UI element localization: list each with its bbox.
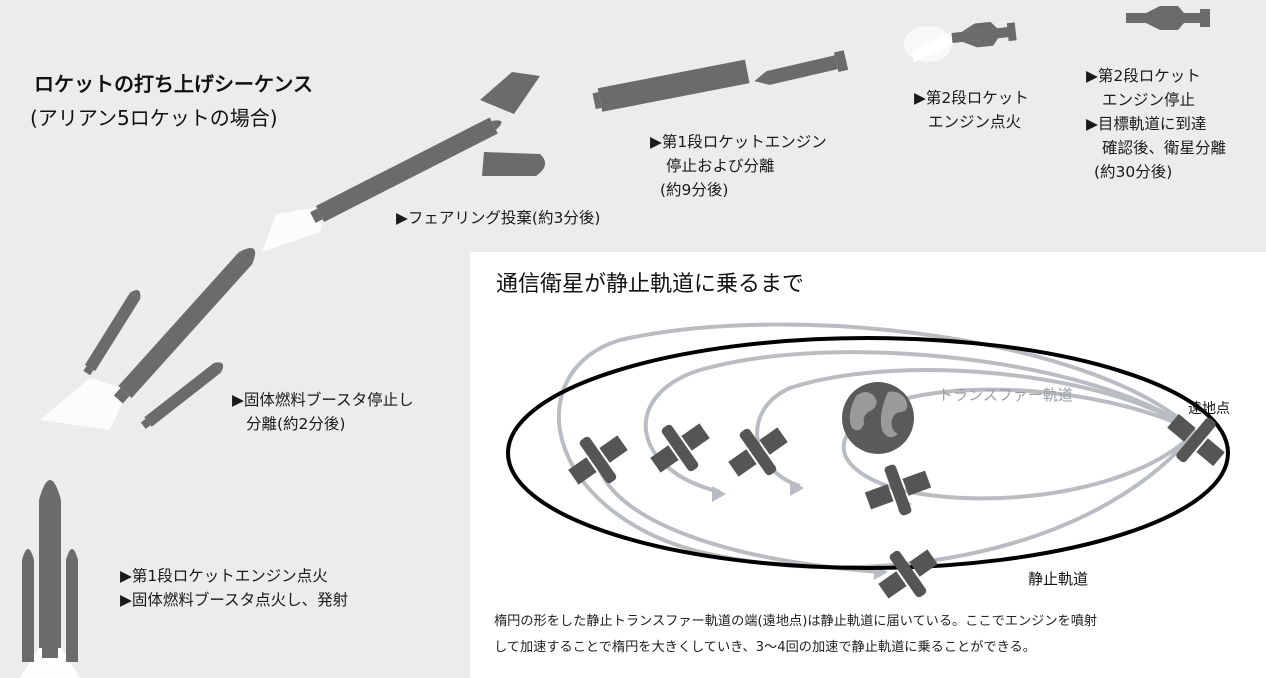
step-booster-line-2: 分離(約2分後) <box>246 415 346 433</box>
satellite-icon-4 <box>864 464 932 516</box>
step-booster-separation: ▶固体燃料ブースタ停止し 分離(約2分後) <box>232 388 414 436</box>
rocket-stage1-separation-icon <box>592 50 849 112</box>
rocket-fairing-jettison-icon <box>262 72 546 252</box>
step-fairing: ▶フェアリング投棄(約3分後) <box>396 206 600 230</box>
apogee-label: 遠地点 <box>1188 401 1230 417</box>
transfer-orbit-label: トランスファー軌道 <box>938 386 1073 404</box>
satellite-icon-6 <box>1167 413 1225 467</box>
rocket-stage2-ignition-icon <box>904 21 1017 62</box>
step-stage1-separation: ▶第1段ロケットエンジン 停止および分離 (約9分後) <box>650 130 827 202</box>
step-stage2-ignition: ▶第2段ロケット エンジン点火 <box>914 86 1029 134</box>
transfer-orbit-2 <box>643 350 1197 494</box>
step-stage2stop-line-5: (約30分後) <box>1094 163 1173 181</box>
earth-icon <box>842 382 914 454</box>
step-stage2stop-line-4: 確認後、衛星分離 <box>1102 139 1227 157</box>
arrow-1 <box>712 486 726 502</box>
rocket-stage2-stop-icon <box>1126 6 1210 30</box>
orbit-caption-line-1: 楕円の形をした静止トランスファー軌道の端(遠地点)は静止軌道に届いている。ここで… <box>494 614 1098 629</box>
transfer-to-geo <box>598 469 881 574</box>
step-fairing-line-1: ▶フェアリング投棄(約3分後) <box>396 209 601 227</box>
satellite-icon-2 <box>650 423 710 473</box>
rocket-booster-separation-icon <box>40 248 256 430</box>
sequence-subtitle: (アリアン5ロケットの場合) <box>30 106 278 130</box>
step-stage1-line-2: 停止および分離 <box>666 157 775 175</box>
sequence-title: ロケットの打ち上げシーケンス <box>34 72 313 96</box>
geostationary-label: 静止軌道 <box>1028 570 1089 588</box>
transfer-orbit-inner <box>841 387 1197 501</box>
step-launch-line-2: ▶固体燃料ブースタ点火し、発射 <box>120 591 349 609</box>
step-stage2stop-line-3: ▶目標軌道に到達 <box>1086 115 1207 133</box>
step-stage2ign-line-1: ▶第2段ロケット <box>914 89 1029 107</box>
step-stage1-line-1: ▶第1段ロケットエンジン <box>650 133 827 151</box>
rocket-launch-icon <box>20 480 80 678</box>
satellite-icon-5 <box>878 549 938 599</box>
orbit-title: 通信衛星が静止軌道に乗るまで <box>496 272 805 297</box>
step-stage2ign-line-2: エンジン点火 <box>928 113 1022 131</box>
step-booster-line-1: ▶固体燃料ブースタ停止し <box>232 391 414 409</box>
step-stage2-stop: ▶第2段ロケット エンジン停止 ▶目標軌道に到達 確認後、衛星分離 (約30分後… <box>1086 64 1226 184</box>
step-stage2stop-line-1: ▶第2段ロケット <box>1086 67 1201 85</box>
geostationary-orbit <box>506 336 1230 570</box>
orbit-caption-line-2: して加速することで楕円を大きくしていき、3〜4回の加速で静止軌道に乗ることができ… <box>494 640 1036 655</box>
step-launch-line-1: ▶第1段ロケットエンジン点火 <box>120 567 328 585</box>
satellite-icon-3 <box>728 427 788 477</box>
satellite-icon-1 <box>568 435 628 485</box>
step-launch: ▶第1段ロケットエンジン点火 ▶固体燃料ブースタ点火し、発射 <box>120 564 348 612</box>
step-stage1-line-3: (約9分後) <box>660 181 729 199</box>
step-stage2stop-line-2: エンジン停止 <box>1102 91 1196 109</box>
arrow-2 <box>790 480 804 496</box>
